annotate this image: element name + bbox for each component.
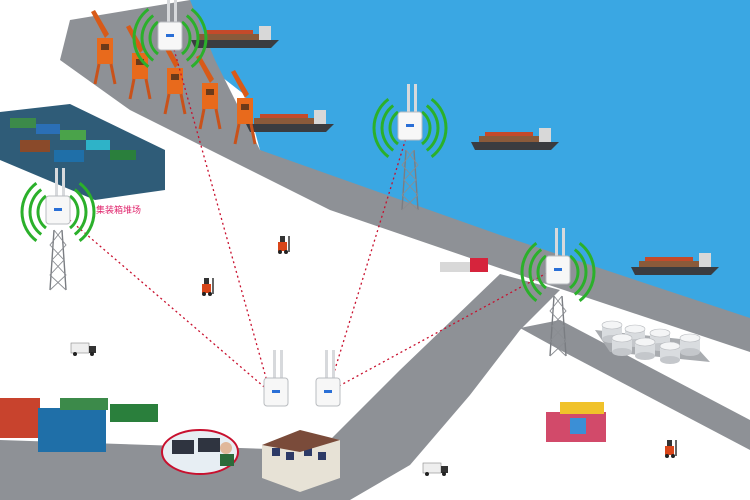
truck-trailer [440, 262, 480, 272]
wireless-link-lines [57, 34, 557, 393]
wifi-wave-arc [430, 98, 448, 158]
wifi-wave-arc [73, 188, 88, 236]
wifi-wave-arc [372, 98, 390, 158]
wifi-wave-arc [536, 254, 547, 290]
sea [190, 0, 750, 335]
forklift-icon [664, 439, 677, 459]
container-yard-label: 集装箱堆场 [96, 206, 142, 216]
wifi-wave-arc [132, 8, 150, 68]
truck-icon [422, 462, 449, 477]
truck-icon [70, 342, 97, 357]
wifi-wave-arc [28, 188, 43, 236]
forklift-icon [277, 235, 290, 255]
horizontal-road [0, 440, 330, 500]
wifi-wave-arc [425, 104, 440, 152]
wifi-wave-arc [528, 248, 543, 296]
wifi-wave-arc [36, 194, 47, 230]
wifi-wave-arc [181, 20, 192, 56]
wifi-wave-arc [520, 242, 538, 302]
container-yard-stacks [0, 104, 165, 200]
wifi-wave-arc [148, 20, 159, 56]
wifi-wave-arc [573, 248, 588, 296]
wireless-access-point-icon [263, 349, 289, 407]
wifi-wave-arc [78, 182, 96, 242]
wifi-wave-arc [20, 182, 38, 242]
shipping-container-icon [0, 398, 158, 452]
storage-tank-icon [595, 320, 710, 365]
truck-icon [470, 258, 488, 272]
wifi-wave-arc [69, 194, 80, 230]
vertical-road [270, 274, 560, 500]
wifi-wave-arc [185, 14, 200, 62]
forklift-icon [201, 277, 214, 297]
wifi-wave-arc [140, 14, 155, 62]
control-building-icon [262, 430, 340, 492]
wifi-wave-arc [388, 110, 399, 146]
wifi-signal-waves [20, 8, 596, 302]
wifi-wave-arc [190, 8, 208, 68]
wifi-wave-arc [421, 110, 432, 146]
branch-road [520, 320, 750, 450]
wifi-wave-arc [569, 254, 580, 290]
wifi-wave-arc [578, 242, 596, 302]
lattice-tower-icon [49, 229, 67, 291]
wifi-wave-arc [380, 104, 395, 152]
wireless-access-point-icon [315, 349, 341, 407]
control-room-operator-icon [161, 429, 239, 475]
shipping-container-icon [546, 402, 606, 442]
